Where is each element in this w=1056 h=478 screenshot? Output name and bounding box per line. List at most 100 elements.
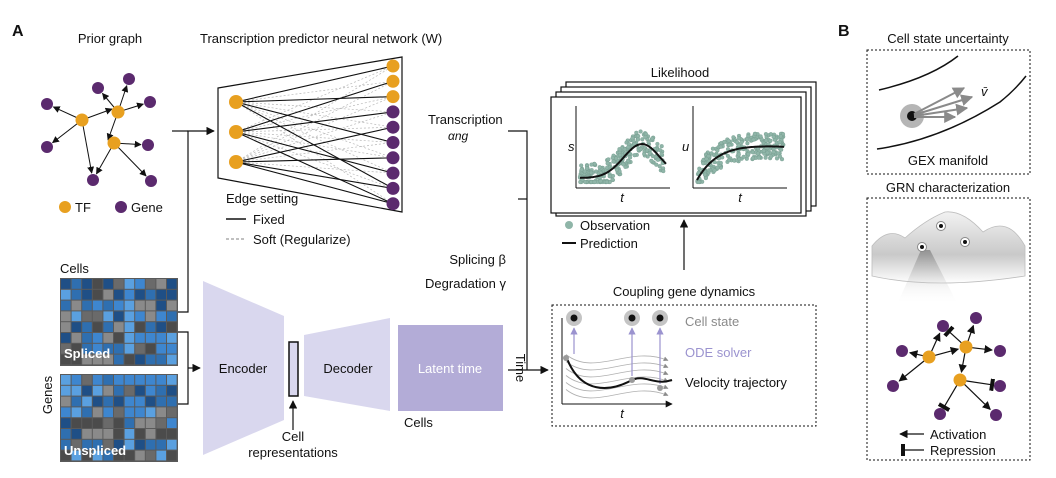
grn-gene-node (990, 409, 1002, 421)
soft-edge (235, 96, 394, 133)
observation-point (610, 155, 615, 160)
output-gene-node (386, 120, 400, 134)
matrix-cell (156, 418, 166, 428)
observation-point (589, 170, 594, 175)
prior-graph-title: Prior graph (78, 31, 142, 46)
observation-point (715, 165, 720, 170)
prior-edge (81, 119, 95, 174)
velocity-vector-label: v̄ (981, 84, 989, 99)
observation-point (701, 161, 706, 166)
tf-node (107, 136, 121, 150)
matrix-cell (103, 429, 113, 439)
matrix-cell (124, 439, 135, 450)
output-tf-node (386, 59, 400, 73)
landscape-cell-3-core (920, 245, 924, 249)
observation-point (621, 162, 626, 167)
observation-point (768, 132, 773, 137)
prior-edge (113, 142, 147, 177)
matrix-cell (92, 385, 103, 396)
observation-point (645, 148, 650, 153)
observation-point (626, 144, 631, 150)
matrix-cell (92, 429, 103, 439)
cell-state-core (628, 314, 636, 322)
matrix-cell (167, 289, 177, 300)
observation-point (579, 163, 584, 168)
observation-point (745, 141, 750, 146)
matrix-cell (156, 354, 166, 365)
matrix-cell (103, 407, 113, 418)
matrix-cell (145, 354, 156, 365)
matrix-cell (61, 279, 71, 289)
matrix-cell (114, 450, 124, 461)
matrix-cell (156, 322, 166, 332)
observation-point (592, 179, 597, 185)
likelihood-title: Likelihood (651, 65, 710, 80)
observation-point (642, 151, 647, 156)
matrix-cell (145, 407, 156, 418)
soft-edge (235, 131, 394, 159)
observation-point (635, 137, 641, 142)
matrix-cell (135, 333, 145, 343)
matrix-cell (71, 450, 82, 461)
grn-graph (887, 312, 1006, 421)
observation-point (655, 141, 660, 147)
matrix-cell (61, 385, 71, 396)
observation-point (589, 162, 594, 167)
observation-point (611, 159, 616, 164)
observation-point (756, 155, 761, 160)
matrix-cell (156, 396, 166, 407)
transcription-symbol: αng (448, 129, 469, 143)
observation-point (703, 176, 708, 181)
matrix-cell (167, 439, 177, 450)
cell-repr-label-2: representations (248, 445, 338, 460)
observation-point (746, 152, 751, 157)
matrix-cell (156, 429, 166, 439)
matrix-cell (61, 300, 71, 311)
fixed-edge (235, 161, 394, 205)
grn-gene-node (896, 345, 908, 357)
matrix-cell (156, 300, 166, 311)
observation-point (764, 138, 769, 143)
matrix-cell (82, 279, 92, 289)
observation-point (702, 172, 707, 177)
manifold-curve-top (878, 55, 959, 91)
fixed-edge (235, 131, 394, 205)
input-tf-node (229, 125, 243, 139)
matrix-cell (61, 429, 71, 439)
soft-edge (235, 111, 394, 163)
matrix-cell (103, 396, 113, 407)
matrix-bracket (178, 331, 189, 405)
tf-node (111, 105, 125, 119)
matrix-cell (167, 396, 177, 407)
observation-point (632, 153, 637, 158)
observation-point (647, 151, 652, 156)
matrix-cell (156, 333, 166, 343)
matrix-cell (114, 418, 124, 428)
observation-point (763, 132, 768, 137)
fixed-edge (235, 65, 394, 103)
latent-time-block (398, 325, 503, 411)
matrix-cell (103, 333, 113, 343)
matrix-cell (156, 289, 166, 300)
matrix-cell (92, 279, 103, 289)
matrix-cell (103, 418, 113, 428)
observation-point (778, 134, 783, 139)
matrix-cell (103, 322, 113, 332)
legend-activation-label: Activation (930, 427, 986, 442)
observation-point (598, 179, 603, 184)
grn-gene-node (937, 320, 949, 332)
grn-edge (934, 347, 960, 357)
observation-point (584, 166, 590, 171)
matrix-cell (124, 385, 135, 396)
grn-gene-node (994, 380, 1006, 392)
matrix-cell (124, 279, 135, 289)
matrix-cell (145, 289, 156, 300)
observation-point (649, 158, 654, 163)
landscape-cell-1-core (939, 224, 943, 228)
matrix-cell (61, 375, 71, 385)
degradation-label: Degradation γ (425, 276, 506, 291)
matrix-cell (92, 333, 103, 343)
observation-point (582, 169, 587, 174)
gene-node (142, 139, 154, 151)
